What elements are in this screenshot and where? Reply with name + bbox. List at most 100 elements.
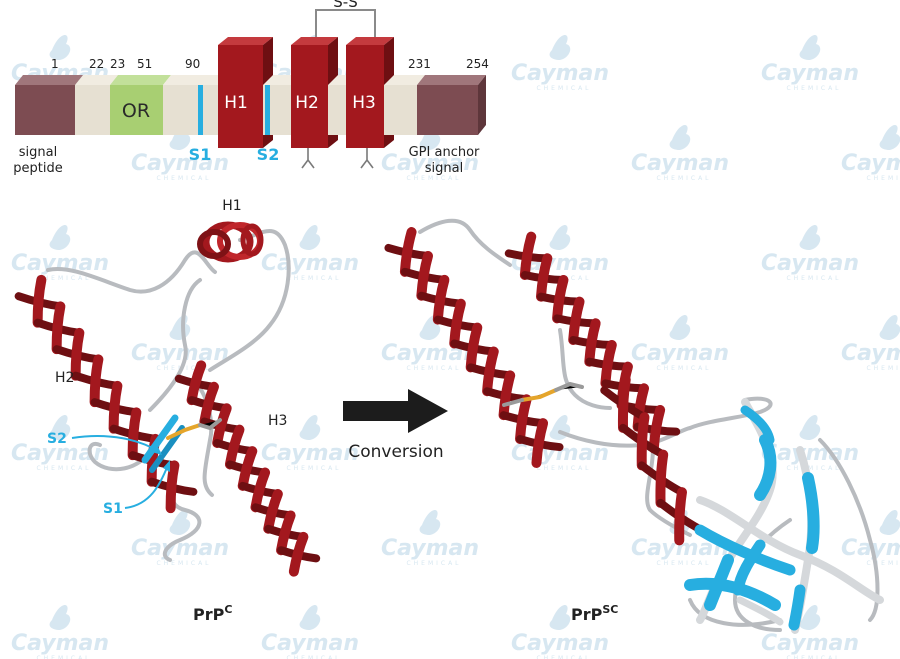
prpc-name: PrPC xyxy=(193,603,232,624)
position-22: 22 xyxy=(89,57,104,71)
svg-text:Cayman: Cayman xyxy=(761,441,859,466)
svg-text:Cayman: Cayman xyxy=(841,341,900,366)
signal-peptide-label-line1: signal xyxy=(19,145,57,160)
svg-text:CHEMICAL: CHEMICAL xyxy=(656,560,711,567)
watermark-layer: CaymanCHEMICALCaymanCHEMICALCaymanCHEMIC… xyxy=(11,34,900,659)
h1-box-label: H1 xyxy=(224,93,248,113)
prpsc-beta-sheet xyxy=(684,398,884,634)
svg-text:Cayman: Cayman xyxy=(11,251,109,276)
prpc-h2-label: H2 xyxy=(55,370,74,386)
svg-text:CHEMICAL: CHEMICAL xyxy=(786,85,841,92)
domain-map: S-S OR H1 xyxy=(13,0,489,176)
svg-text:CHEMICAL: CHEMICAL xyxy=(36,655,91,659)
svg-text:Cayman: Cayman xyxy=(511,61,609,86)
svg-text:CHEMICAL: CHEMICAL xyxy=(536,465,591,472)
signal-peptide-label-line2: peptide xyxy=(13,161,62,176)
glycosylation-sites xyxy=(301,148,374,169)
prpc-h2-helix xyxy=(14,274,198,514)
svg-text:CHEMICAL: CHEMICAL xyxy=(656,175,711,182)
s2-label: S2 xyxy=(257,145,280,164)
svg-text:Cayman: Cayman xyxy=(631,151,729,176)
prpc-s2-label: S2 xyxy=(47,431,67,447)
svg-text:Cayman: Cayman xyxy=(261,441,359,466)
disulfide-label: S-S xyxy=(333,0,357,11)
linker-segment-2 xyxy=(163,75,226,135)
svg-text:CHEMICAL: CHEMICAL xyxy=(536,655,591,659)
gpi-label-line2: signal xyxy=(425,161,463,176)
prpc-s1-pointer xyxy=(124,464,169,509)
svg-text:CHEMICAL: CHEMICAL xyxy=(866,365,900,372)
svg-text:Cayman: Cayman xyxy=(761,251,859,276)
disulfide-bracket xyxy=(315,9,376,38)
svg-text:CHEMICAL: CHEMICAL xyxy=(286,465,341,472)
prpsc-helix-a xyxy=(384,227,564,468)
position-51: 51 xyxy=(137,57,152,71)
svg-text:Cayman: Cayman xyxy=(381,151,479,176)
svg-text:Cayman: Cayman xyxy=(261,251,359,276)
linker-segment-5 xyxy=(384,75,425,135)
svg-text:CHEMICAL: CHEMICAL xyxy=(36,275,91,282)
svg-text:Cayman: Cayman xyxy=(511,631,609,656)
prpc-h3-helix xyxy=(174,360,321,577)
prpc-h1-label: H1 xyxy=(222,198,241,214)
or-label: OR xyxy=(122,100,150,122)
signal-peptide-segment xyxy=(15,75,83,135)
prpc-disulfide xyxy=(166,418,222,440)
prpc-s1-label: S1 xyxy=(103,501,123,517)
h3-box-label: H3 xyxy=(352,93,376,113)
prpc-h1-helix xyxy=(197,221,264,263)
svg-text:Cayman: Cayman xyxy=(11,631,109,656)
svg-text:CHEMICAL: CHEMICAL xyxy=(866,175,900,182)
prpsc-disulfide xyxy=(502,381,584,407)
prpc-structure: H1 H2 H3 S2 S1 PrPC xyxy=(14,198,321,624)
prpc-s2-pointer xyxy=(71,435,161,453)
position-231: 231 xyxy=(408,57,431,71)
svg-text:CHEMICAL: CHEMICAL xyxy=(406,175,461,182)
svg-text:Cayman: Cayman xyxy=(761,61,859,86)
arrow-shape xyxy=(343,389,448,433)
svg-text:Cayman: Cayman xyxy=(131,341,229,366)
prpsc-structure: PrPSC xyxy=(384,218,884,634)
octarepeat-segment: OR xyxy=(110,75,171,135)
svg-text:CHEMICAL: CHEMICAL xyxy=(406,365,461,372)
svg-text:CHEMICAL: CHEMICAL xyxy=(786,465,841,472)
svg-text:Cayman: Cayman xyxy=(631,341,729,366)
linker-segment-1 xyxy=(75,75,118,135)
svg-text:CHEMICAL: CHEMICAL xyxy=(286,655,341,659)
svg-text:CHEMICAL: CHEMICAL xyxy=(286,275,341,282)
conversion-arrow: Conversion xyxy=(343,389,448,462)
svg-text:CHEMICAL: CHEMICAL xyxy=(36,465,91,472)
position-254: 254 xyxy=(466,57,489,71)
svg-text:CHEMICAL: CHEMICAL xyxy=(536,85,591,92)
prpc-h3-label: H3 xyxy=(268,413,287,429)
gpi-label-line1: GPI anchor xyxy=(409,145,480,160)
svg-text:Cayman: Cayman xyxy=(761,631,859,656)
svg-text:Cayman: Cayman xyxy=(841,151,900,176)
svg-text:CHEMICAL: CHEMICAL xyxy=(156,560,211,567)
svg-text:CHEMICAL: CHEMICAL xyxy=(786,655,841,659)
prpsc-name: PrPSC xyxy=(571,603,618,624)
svg-text:CHEMICAL: CHEMICAL xyxy=(786,275,841,282)
svg-text:CHEMICAL: CHEMICAL xyxy=(406,560,461,567)
s1-strand-marker xyxy=(198,85,203,135)
svg-text:CHEMICAL: CHEMICAL xyxy=(656,365,711,372)
